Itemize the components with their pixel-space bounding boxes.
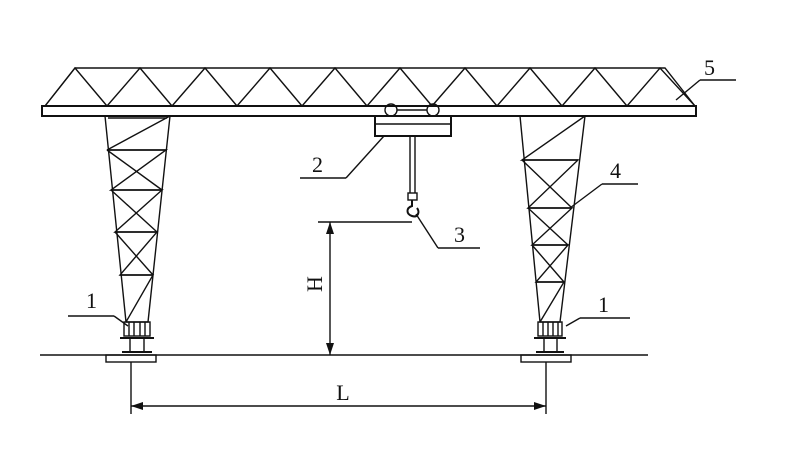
callout-wheels-left: 1 bbox=[86, 288, 97, 313]
girder-beam bbox=[41, 105, 697, 117]
right-rail-base bbox=[520, 354, 572, 363]
callout-trolley: 2 bbox=[312, 152, 323, 177]
left-leg-outline bbox=[104, 115, 171, 323]
height-dimension: H bbox=[302, 221, 412, 355]
span-label: L bbox=[336, 380, 349, 405]
left-leg-diagonals bbox=[106, 115, 171, 323]
trolley bbox=[374, 103, 452, 137]
hook-icon bbox=[406, 200, 420, 218]
right-wheel-assembly bbox=[520, 321, 572, 363]
left-wheel-assembly bbox=[105, 321, 157, 363]
span-arrow-left bbox=[131, 402, 143, 410]
callout-hook: 3 bbox=[454, 222, 465, 247]
right-leg-outline bbox=[519, 115, 586, 323]
right-leg bbox=[519, 115, 586, 323]
height-arrow-bottom bbox=[326, 343, 334, 355]
girder-outline bbox=[43, 67, 697, 107]
left-rail-base bbox=[105, 354, 157, 363]
hook-assembly bbox=[406, 136, 420, 218]
callout-leg: 4 bbox=[610, 158, 621, 183]
span-dimension: L bbox=[130, 362, 547, 414]
callouts: 5 2 3 4 1 1 bbox=[68, 55, 736, 327]
trolley-body bbox=[374, 115, 452, 137]
hook-block bbox=[407, 192, 418, 201]
callout-wheels-right: 1 bbox=[598, 292, 609, 317]
girder-truss bbox=[41, 66, 697, 117]
span-arrow-right bbox=[534, 402, 546, 410]
left-leg bbox=[104, 115, 171, 323]
height-arrow-top bbox=[326, 222, 334, 234]
callout-girder: 5 bbox=[704, 55, 715, 80]
girder-web-diagonals bbox=[44, 66, 696, 108]
height-label: H bbox=[302, 276, 327, 292]
right-leg-diagonals bbox=[519, 115, 586, 323]
